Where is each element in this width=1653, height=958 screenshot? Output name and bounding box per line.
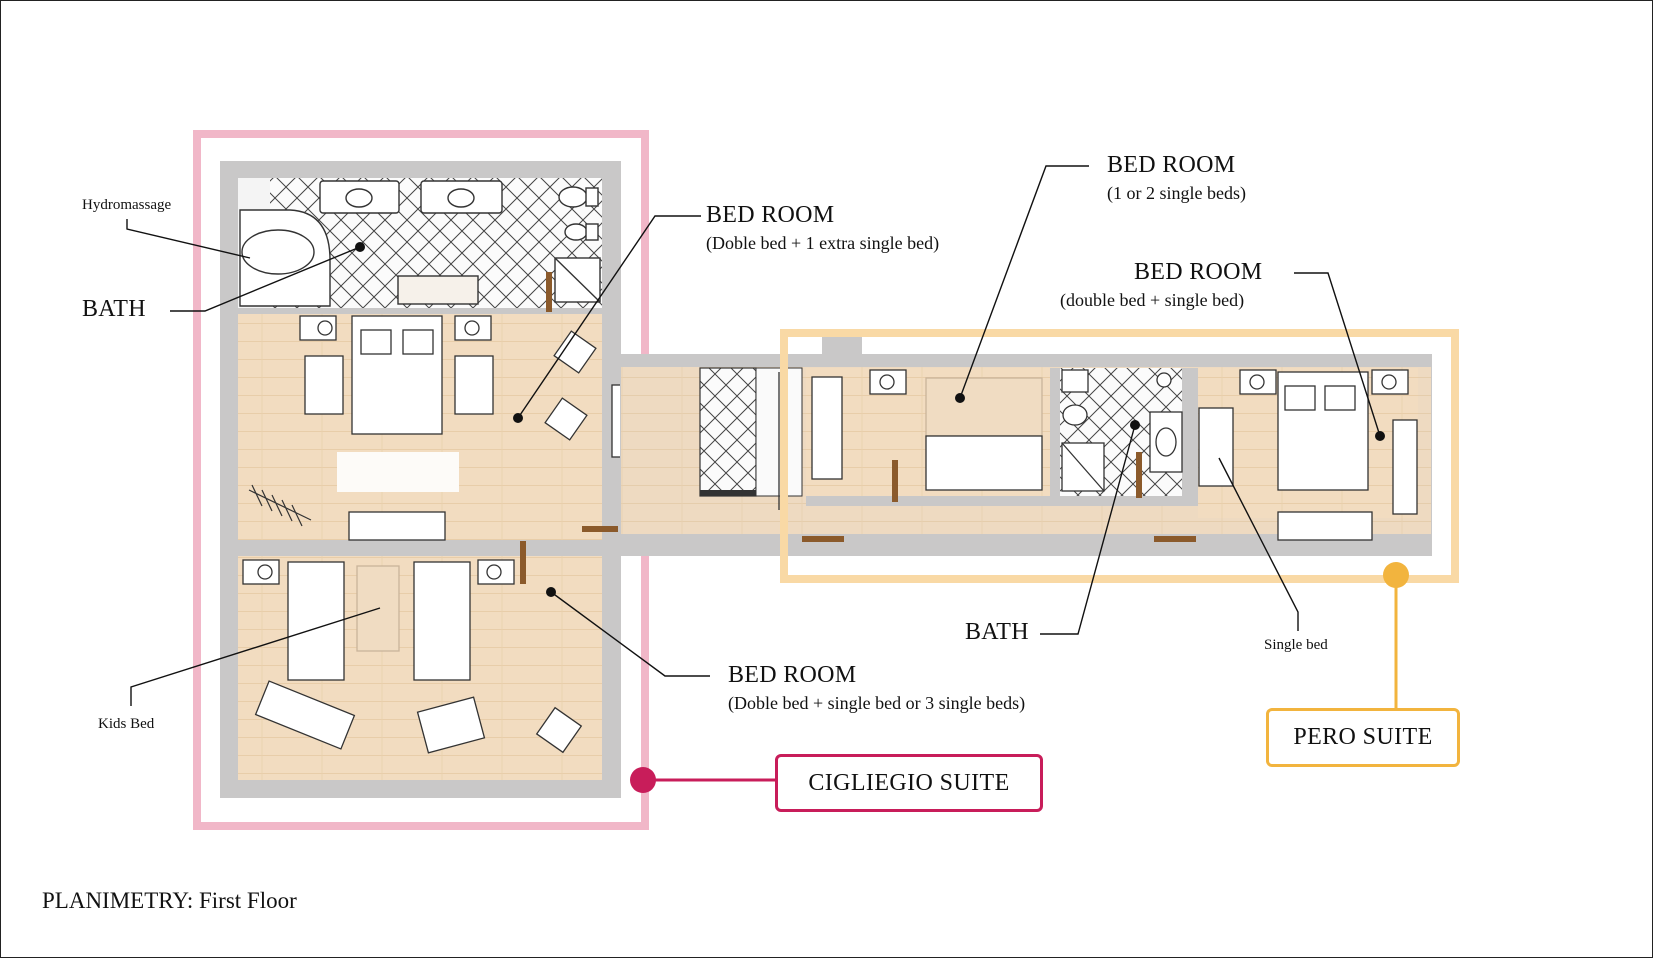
bed-room-2-title: BED ROOM	[728, 662, 857, 688]
plan-title: PLANIMETRY: First Floor	[42, 888, 297, 914]
bedroom-1-furniture	[299, 315, 635, 541]
kids-bed-label: Kids Bed	[98, 716, 155, 732]
cigliegio-suite-label: CIGLIEGIO SUITE	[775, 754, 1043, 812]
bed-room-1-desc: (Doble bed + 1 extra single bed)	[706, 233, 940, 253]
bath-right-label: BATH	[965, 619, 1029, 645]
bedroom-2-furniture	[242, 559, 583, 754]
pero-connector	[1383, 562, 1409, 710]
cigliegio-suite-plan	[193, 130, 649, 830]
cigliegio-connector	[630, 767, 776, 793]
bed-room-3-title: BED ROOM	[1107, 152, 1236, 178]
bath-fixtures	[239, 180, 601, 307]
plan-title-prefix: PLANIMETRY:	[42, 888, 194, 913]
single-bed-label: Single bed	[1264, 637, 1328, 653]
bed-room-4-title: BED ROOM	[1134, 259, 1263, 285]
plan-title-suffix: First Floor	[198, 888, 297, 913]
bed-room-4-desc: (double bed + single bed)	[1060, 290, 1245, 310]
pero-outline	[780, 329, 1459, 583]
stairs	[699, 367, 757, 497]
cigliegio-suite-text: CIGLIEGIO SUITE	[808, 769, 1010, 796]
bed-room-1-title: BED ROOM	[706, 202, 835, 228]
bed-room-3-desc: (1 or 2 single beds)	[1107, 183, 1246, 203]
bath-right-fixtures	[1061, 369, 1183, 492]
pero-suite-plan	[780, 329, 1459, 583]
bedroom-3-furniture	[811, 369, 1043, 491]
leader-dots	[355, 242, 1385, 597]
leader-lines	[126, 165, 1381, 706]
bath-left-label: BATH	[82, 296, 146, 322]
bed-room-2-desc: (Doble bed + single bed or 3 single beds…	[728, 693, 1026, 713]
hydromassage-label: Hydromassage	[82, 197, 172, 213]
pero-suite-text: PERO SUITE	[1293, 724, 1433, 750]
pero-suite-label: PERO SUITE	[1266, 708, 1460, 767]
bedroom-4-furniture	[1198, 369, 1418, 541]
